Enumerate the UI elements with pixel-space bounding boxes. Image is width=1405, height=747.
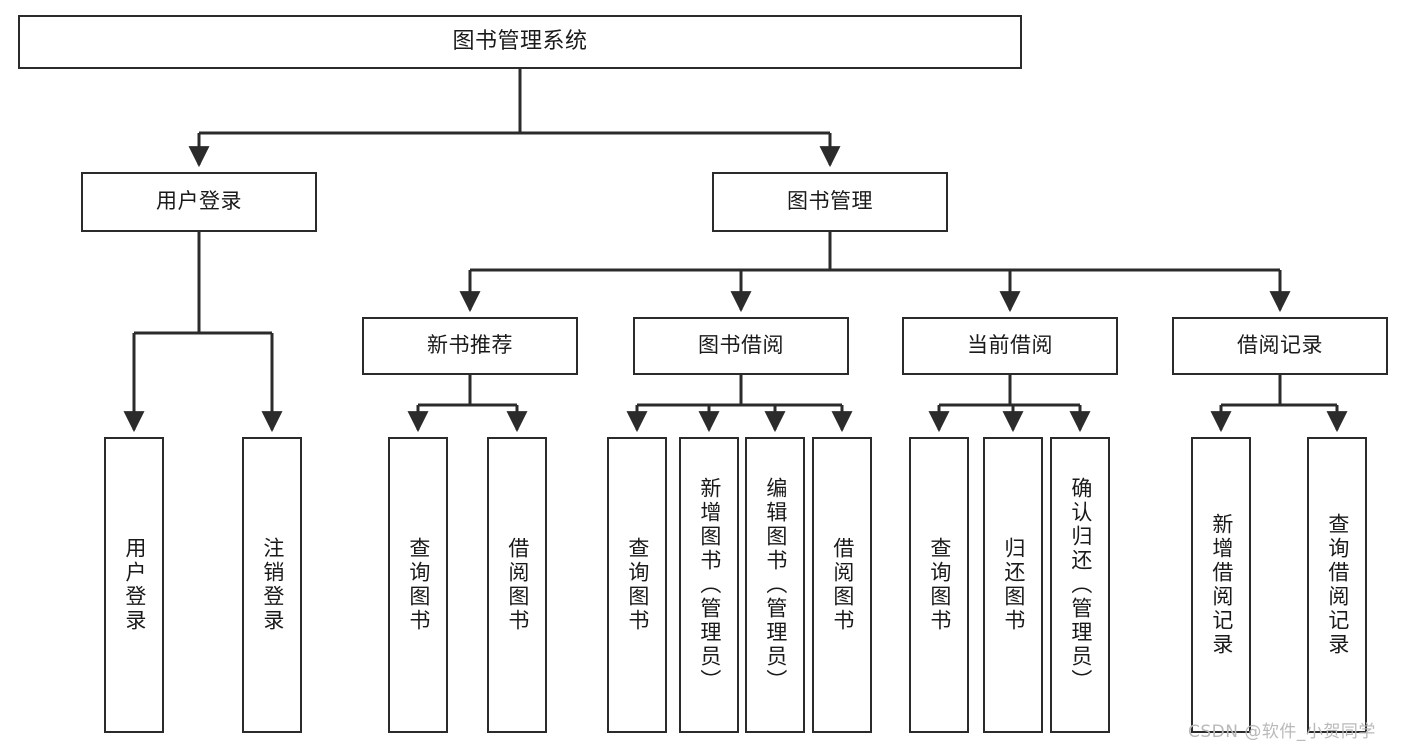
node-leaf-add-record-label: 新增借阅记录 xyxy=(1209,513,1234,657)
node-leaf-edit-book-label: 编辑图书（管理员） xyxy=(763,477,788,693)
node-leaf-confirm-return-label: 确认归还（管理员） xyxy=(1068,477,1093,693)
node-leaf-query-record-label: 查询借阅记录 xyxy=(1325,513,1350,657)
node-user-login[interactable]: 用户登录 xyxy=(81,172,317,232)
node-leaf-query-book-cur[interactable]: 查询图书 xyxy=(909,437,969,733)
node-root[interactable]: 图书管理系统 xyxy=(18,15,1022,69)
node-leaf-query-book-borrow[interactable]: 查询图书 xyxy=(607,437,667,733)
node-book-borrow-label: 图书借阅 xyxy=(698,333,784,358)
node-leaf-user-logout[interactable]: 注销登录 xyxy=(242,437,302,733)
node-leaf-user-logout-label: 注销登录 xyxy=(260,537,285,633)
node-leaf-add-book-label: 新增图书（管理员） xyxy=(697,477,722,693)
node-book-borrow[interactable]: 图书借阅 xyxy=(633,317,849,375)
node-current-borrow[interactable]: 当前借阅 xyxy=(902,317,1118,375)
node-leaf-user-login[interactable]: 用户登录 xyxy=(104,437,164,733)
node-root-label: 图书管理系统 xyxy=(452,29,588,55)
node-borrow-record-label: 借阅记录 xyxy=(1237,333,1323,358)
node-new-book-rec-label: 新书推荐 xyxy=(427,333,513,358)
node-new-book-rec[interactable]: 新书推荐 xyxy=(362,317,578,375)
node-leaf-borrow-book-rec[interactable]: 借阅图书 xyxy=(487,437,547,733)
node-borrow-record[interactable]: 借阅记录 xyxy=(1172,317,1388,375)
node-leaf-user-login-label: 用户登录 xyxy=(122,537,147,633)
node-leaf-borrow-book[interactable]: 借阅图书 xyxy=(812,437,872,733)
node-leaf-add-record[interactable]: 新增借阅记录 xyxy=(1191,437,1251,733)
node-leaf-query-book-rec-label: 查询图书 xyxy=(406,537,431,633)
node-book-manage[interactable]: 图书管理 xyxy=(712,172,948,232)
node-leaf-query-book-rec[interactable]: 查询图书 xyxy=(388,437,448,733)
node-leaf-return-book-label: 归还图书 xyxy=(1001,537,1026,633)
node-leaf-borrow-book-rec-label: 借阅图书 xyxy=(505,537,530,633)
csdn-watermark: CSDN @软件_小贺同学 xyxy=(1188,722,1376,742)
node-leaf-return-book[interactable]: 归还图书 xyxy=(983,437,1043,733)
node-leaf-query-book-borrow-label: 查询图书 xyxy=(625,537,650,633)
node-leaf-query-record[interactable]: 查询借阅记录 xyxy=(1307,437,1367,733)
node-leaf-confirm-return[interactable]: 确认归还（管理员） xyxy=(1050,437,1110,733)
node-user-login-label: 用户登录 xyxy=(156,189,242,214)
node-leaf-borrow-book-label: 借阅图书 xyxy=(830,537,855,633)
node-book-manage-label: 图书管理 xyxy=(787,189,873,214)
node-leaf-edit-book[interactable]: 编辑图书（管理员） xyxy=(745,437,805,733)
node-current-borrow-label: 当前借阅 xyxy=(967,333,1053,358)
node-leaf-add-book[interactable]: 新增图书（管理员） xyxy=(679,437,739,733)
node-leaf-query-book-cur-label: 查询图书 xyxy=(927,537,952,633)
